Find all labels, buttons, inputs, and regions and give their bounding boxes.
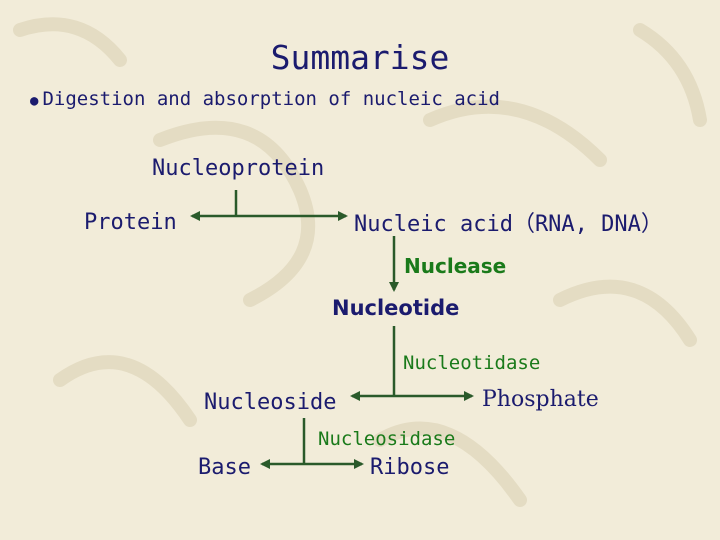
node-protein: Protein: [84, 210, 177, 235]
node-nucleotide: Nucleotide: [332, 296, 460, 320]
bullet-text: Digestion and absorption of nucleic acid: [42, 88, 500, 110]
node-ribose: Ribose: [370, 455, 450, 480]
node-base: Base: [198, 455, 251, 480]
bullet-dot-icon: ●: [30, 93, 39, 109]
node-nucleoprotein: Nucleoprotein: [152, 156, 325, 181]
enzyme-nucleotidase: Nucleotidase: [403, 352, 541, 374]
enzyme-nuclease: Nuclease: [404, 254, 507, 278]
node-nucleic-acid: Nucleic acid（RNA, DNA）: [354, 212, 663, 237]
node-nucleoside: Nucleoside: [204, 390, 337, 415]
enzyme-nucleosidase: Nucleosidase: [318, 428, 456, 450]
node-phosphate: Phosphate: [482, 387, 599, 412]
slide-title: Summarise: [270, 38, 450, 77]
bullet-item: ●Digestion and absorption of nucleic aci…: [30, 88, 500, 110]
